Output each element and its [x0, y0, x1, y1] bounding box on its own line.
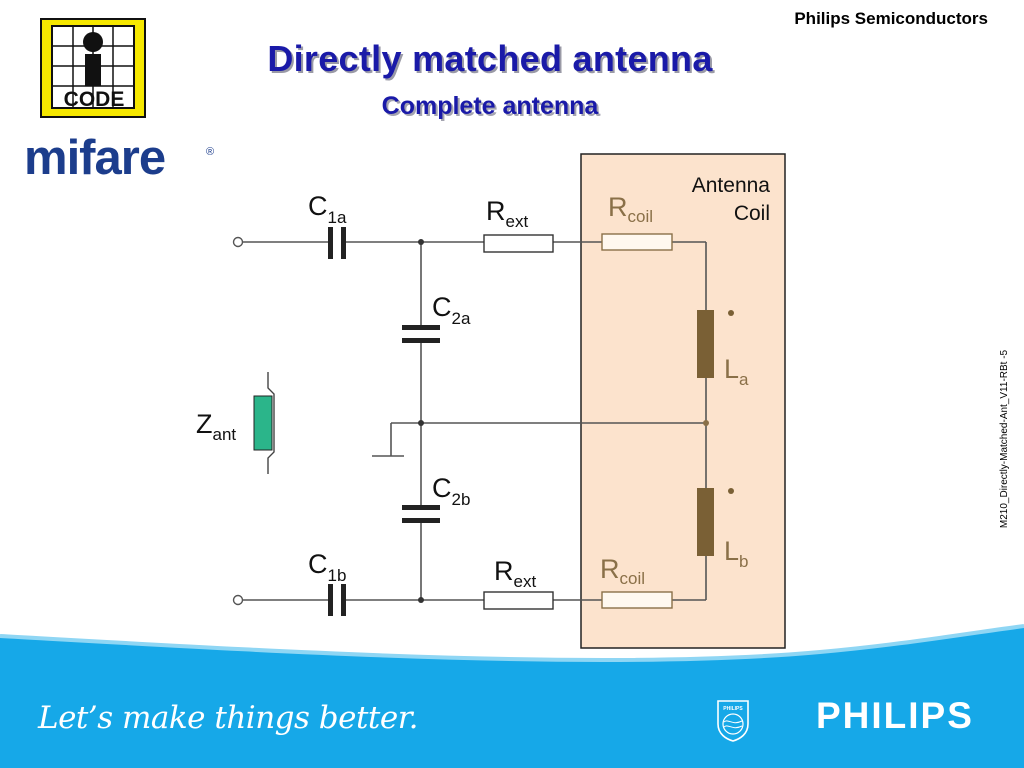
polarity-dot-lb [728, 488, 734, 494]
capacitor-c1a [328, 227, 346, 259]
philips-shield-icon: PHILIPS [717, 700, 749, 742]
label-c2a: C2a [432, 292, 471, 328]
antenna-coil-label-2: Coil [734, 202, 770, 225]
junction-coil-mid [703, 420, 709, 426]
resistor-rext-bottom [483, 591, 554, 610]
wires [243, 241, 707, 601]
slide-code: M210_Directly-Matched-Ant_V11-RBt -5 [999, 349, 1010, 529]
company-name: Philips Semiconductors [794, 9, 988, 28]
label-rcoil-bottom: Rcoil [600, 554, 645, 588]
resistor-rext-top [483, 234, 554, 253]
label-rext-top: Rext [486, 196, 528, 231]
code-logo-text: CODE [63, 88, 125, 111]
mifare-logo: mifare [24, 131, 166, 185]
polarity-dot-la [728, 310, 734, 316]
philips-wordmark: PHILIPS [816, 695, 974, 736]
junction-top [418, 239, 424, 245]
label-c2b: C2b [432, 473, 470, 509]
label-rext-bottom: Rext [494, 556, 536, 591]
terminal-top [232, 236, 244, 248]
inductor-lb [697, 488, 714, 556]
capacitor-c2a [402, 325, 440, 343]
inductor-la [697, 310, 714, 378]
capacitor-c1b [328, 584, 346, 616]
tagline: Let’s make things better. [38, 700, 419, 736]
slide-subtitle: Complete antenna [381, 92, 599, 120]
resistor-rcoil-top [601, 233, 673, 251]
junction-mid [418, 420, 424, 426]
code-logo [40, 18, 146, 118]
philips-shield-text: PHILIPS [723, 706, 743, 712]
label-lb: Lb [724, 536, 749, 571]
slide-title: Directly matched antenna [267, 38, 713, 79]
capacitor-c2b [402, 505, 440, 523]
label-rcoil-top: Rcoil [608, 192, 653, 226]
label-c1b: C1b [308, 549, 346, 585]
label-la: La [724, 354, 749, 389]
antenna-coil-label-1: Antenna [692, 174, 771, 197]
impedance-zant [253, 372, 275, 474]
label-c1a: C1a [308, 191, 347, 227]
junction-bottom [418, 597, 424, 603]
label-zant: Zant [196, 409, 236, 444]
resistor-rcoil-bottom [601, 591, 673, 609]
mifare-registered-mark: ® [206, 146, 215, 158]
terminal-bottom [232, 594, 244, 606]
